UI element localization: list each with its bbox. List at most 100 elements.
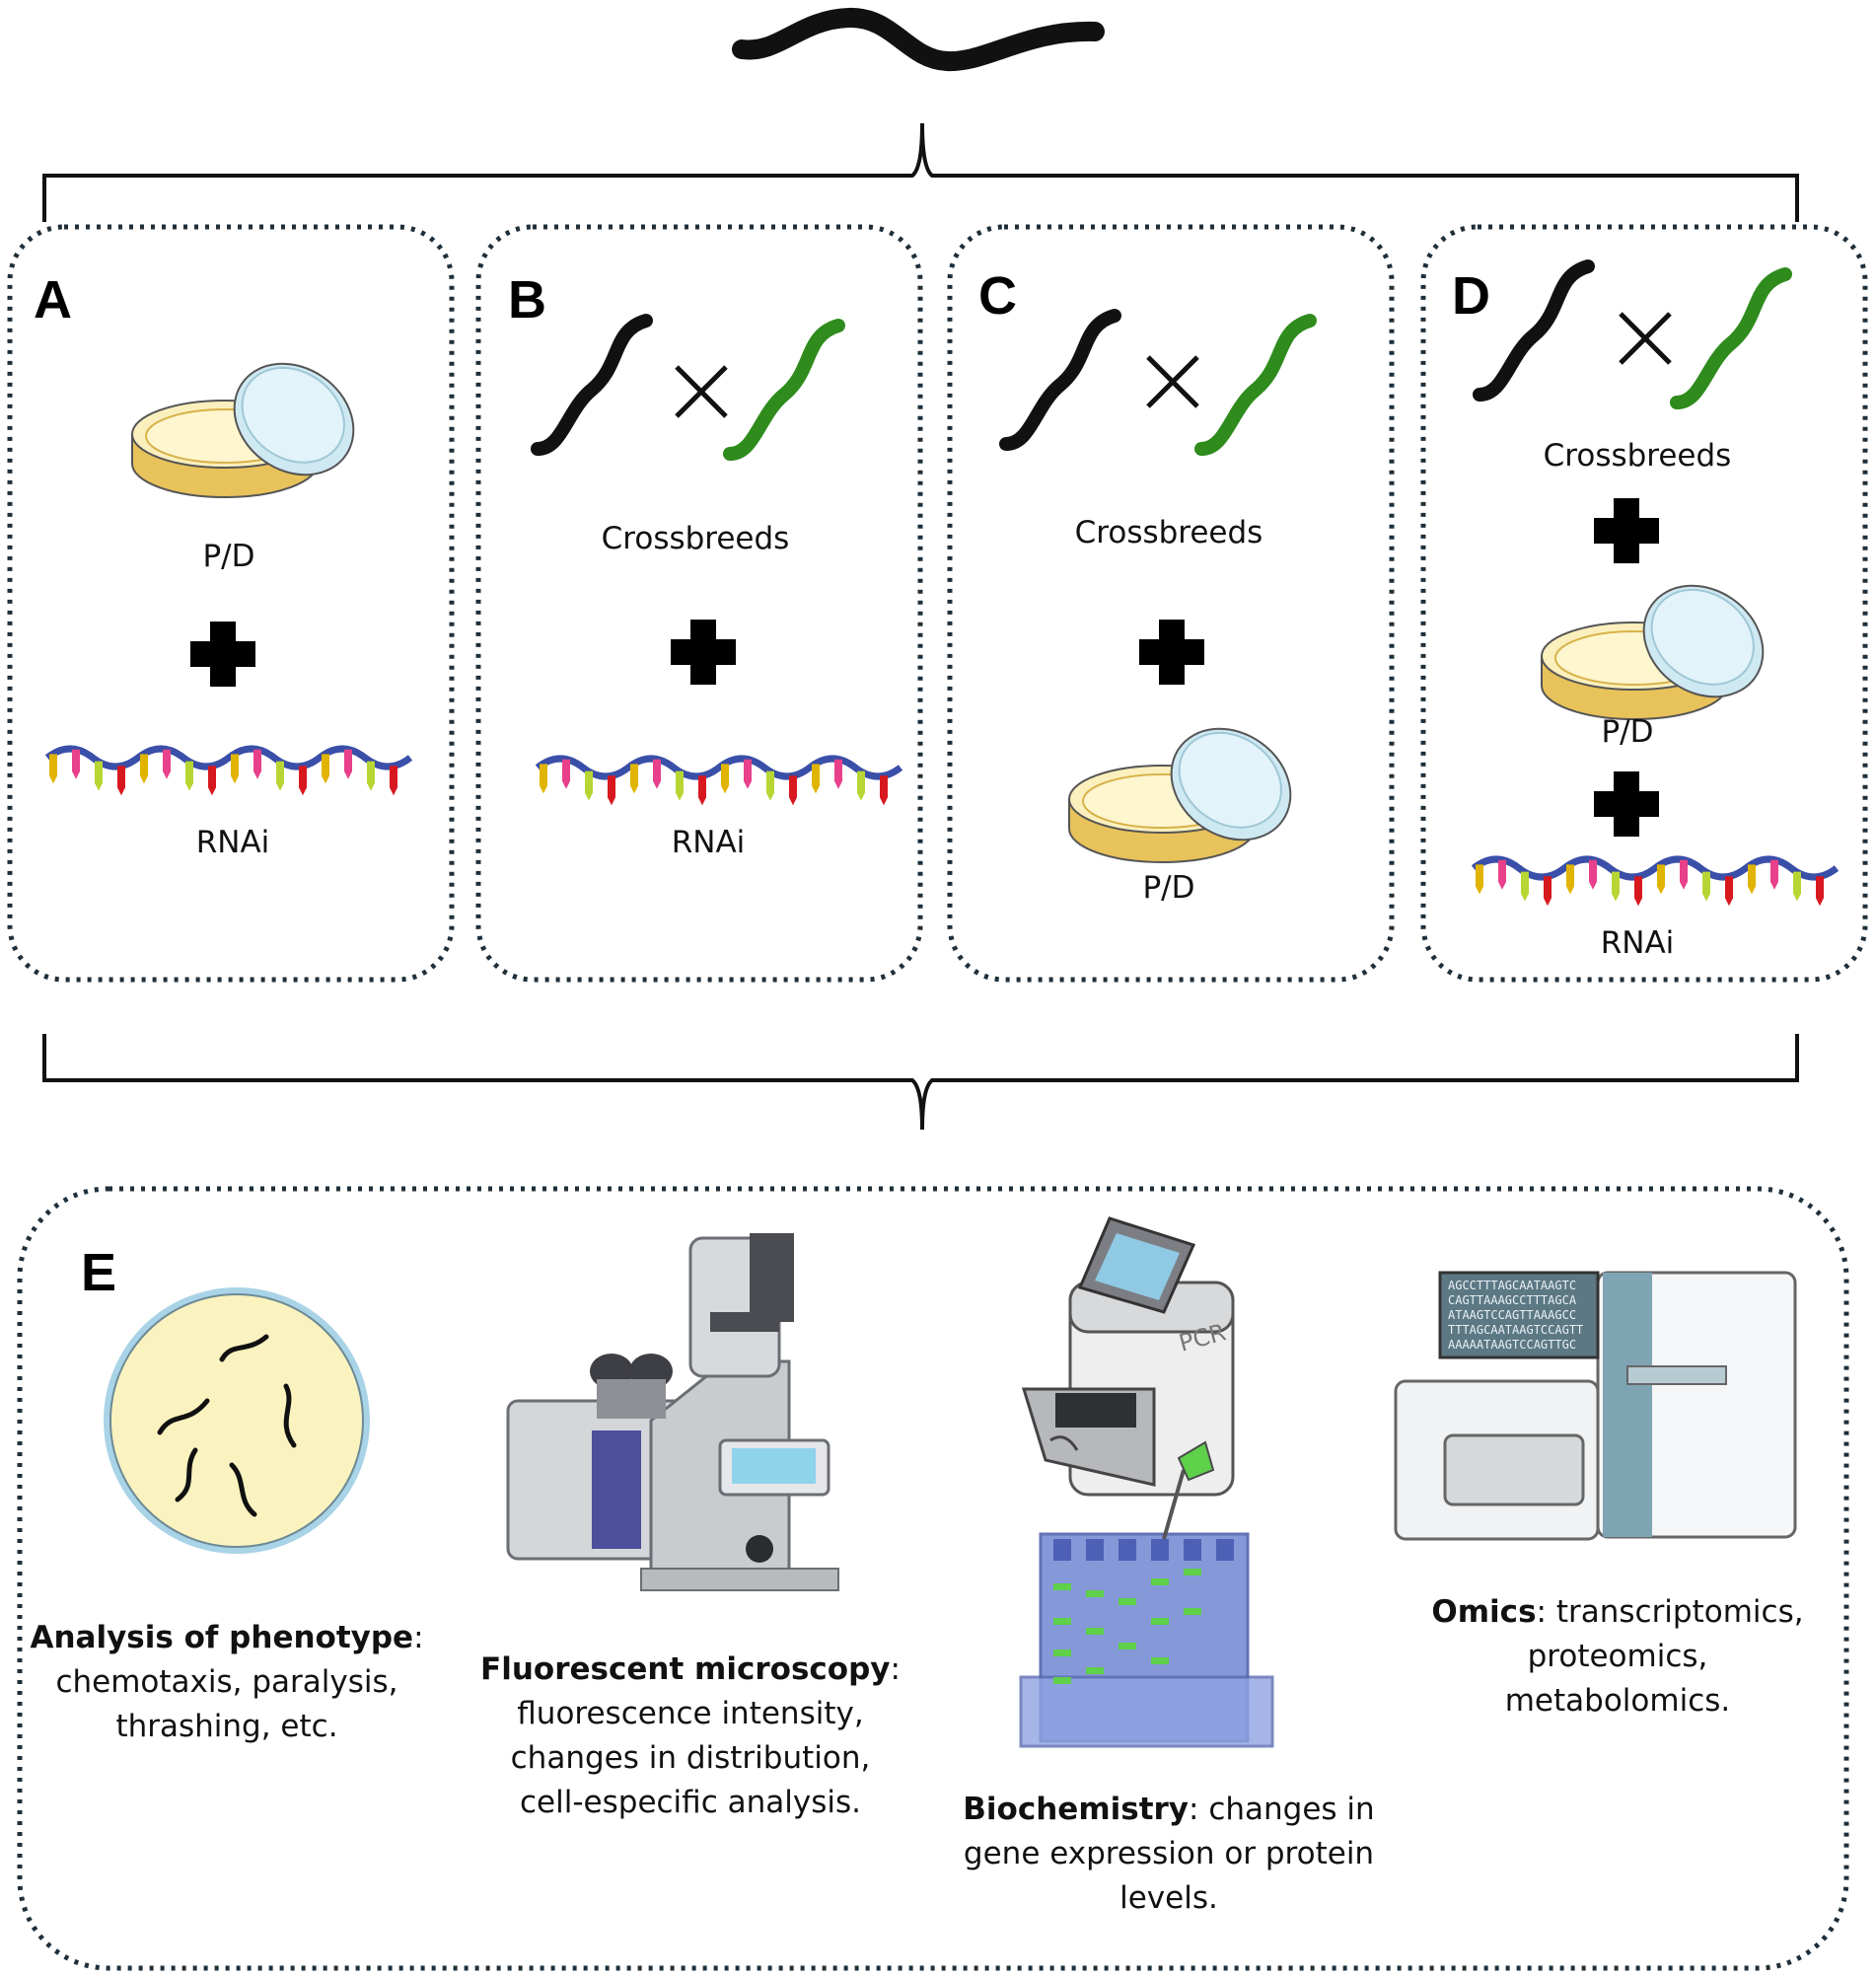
sequence-line: ATAAGTCCAGTTAAAGCC	[1448, 1308, 1576, 1322]
rna-base	[676, 770, 684, 801]
panel-d-crossbreeds-label: Crossbreeds	[1544, 438, 1732, 474]
panel-d-box	[1420, 224, 1868, 983]
method-detail: gene expression or protein	[963, 1836, 1375, 1871]
method-caption-biochemistry: Biochemistry: changes in gene expression…	[932, 1788, 1406, 1921]
gel-band	[1118, 1643, 1136, 1649]
rna-base	[540, 764, 547, 794]
panel-d-pd-label: P/D	[1601, 714, 1653, 750]
rna-base	[1521, 871, 1529, 902]
rna-base	[766, 770, 774, 801]
rna-base	[1544, 876, 1551, 907]
method-detail: fluorescence intensity,	[517, 1696, 864, 1731]
green-worm-icon	[1677, 274, 1785, 403]
rna-base	[1702, 871, 1710, 902]
rna-base	[117, 766, 125, 796]
method-caption-phenotype: Analysis of phenotype: chemotaxis, paral…	[20, 1616, 434, 1749]
method-caption-omics: Omics: transcriptomics, proteomics, meta…	[1401, 1590, 1835, 1723]
method-detail: changes in distribution,	[510, 1740, 871, 1776]
gel-band	[1151, 1618, 1169, 1625]
method-title: Fluorescent microscopy	[480, 1651, 891, 1687]
panel-letter-d: D	[1452, 266, 1490, 326]
panel-c-pd-label: P/D	[1142, 870, 1194, 906]
rna-base	[1589, 859, 1597, 890]
rna-base	[95, 761, 103, 791]
panel-a-rnai-label: RNAi	[196, 825, 270, 860]
method-title: Omics	[1431, 1594, 1537, 1630]
gel-band	[1053, 1583, 1071, 1590]
rna-base	[1476, 864, 1483, 895]
rna-base	[208, 766, 216, 796]
method-detail: metabolomics.	[1504, 1683, 1731, 1719]
plus-icon	[190, 622, 255, 687]
rna-base	[367, 761, 375, 791]
sequence-line: AAAAATAAGTCCAGTTGC	[1448, 1338, 1576, 1352]
rna-base	[1793, 871, 1801, 902]
rna-base	[1634, 876, 1642, 907]
method-detail: proteomics,	[1527, 1639, 1708, 1674]
panel-letter-c: C	[978, 266, 1017, 326]
method-title: Biochemistry	[963, 1792, 1190, 1827]
rna-strand-icon	[538, 759, 901, 806]
rna-base	[140, 754, 148, 784]
rna-base	[49, 754, 57, 784]
gel-electrophoresis-icon	[1019, 1440, 1274, 1748]
gel-well	[1053, 1539, 1071, 1561]
method-detail: cell-especific analysis.	[520, 1785, 861, 1820]
panel-letter-b: B	[508, 270, 546, 330]
sequencer-icon: AGCCTTTAGCAATAAGTCCAGTTAAAGCCTTTAGCAATAA…	[1394, 1271, 1797, 1541]
rna-base	[1770, 859, 1778, 890]
rna-base	[344, 749, 352, 779]
plus-icon	[1594, 771, 1659, 837]
method-detail: changes in	[1208, 1792, 1375, 1827]
panel-letter-e: E	[81, 1243, 116, 1302]
rna-base	[1566, 864, 1574, 895]
gel-band	[1053, 1649, 1071, 1656]
cross-icon	[1148, 357, 1197, 406]
panel-b-box	[475, 224, 923, 983]
rna-strand-icon	[47, 749, 410, 796]
gel-band	[1086, 1628, 1104, 1635]
plus-icon	[671, 620, 736, 685]
method-detail: transcriptomics,	[1555, 1594, 1804, 1630]
rna-base	[163, 749, 171, 779]
rna-strand-icon	[1474, 859, 1837, 907]
rna-base	[698, 775, 706, 806]
black-worm-icon	[538, 321, 646, 449]
gel-band	[1184, 1608, 1201, 1615]
cross-icon	[1621, 314, 1670, 363]
gel-band	[1086, 1667, 1104, 1674]
fluorescence-microscope-icon	[506, 1233, 839, 1591]
rna-base	[1657, 864, 1665, 895]
rna-base	[1725, 876, 1733, 907]
plus-icon	[1594, 498, 1659, 563]
rna-base	[72, 749, 80, 779]
rna-base	[880, 775, 888, 806]
rna-base	[276, 761, 284, 791]
rna-base	[562, 759, 570, 789]
rna-base	[630, 764, 638, 794]
rna-base	[744, 759, 752, 789]
rna-base	[1748, 864, 1756, 895]
gel-band	[1086, 1590, 1104, 1597]
green-worm-icon	[1201, 321, 1310, 449]
panel-letter-a: A	[34, 270, 72, 330]
rna-base	[789, 775, 797, 806]
rna-base	[1680, 859, 1688, 890]
rna-base	[1612, 871, 1620, 902]
gel-well	[1151, 1539, 1169, 1561]
panel-b-crossbreeds-label: Crossbreeds	[602, 521, 790, 556]
petri-dish-icon	[1541, 561, 1786, 721]
rna-base	[653, 759, 661, 789]
sequence-line: TTTAGCAATAAGTCCAGTT	[1448, 1323, 1583, 1337]
gel-well	[1118, 1539, 1136, 1561]
petri-dish-icon	[131, 339, 377, 499]
sequence-line: AGCCTTTAGCAATAAGTC	[1448, 1279, 1576, 1292]
rna-base	[834, 759, 842, 789]
panel-a-pd-label: P/D	[202, 539, 254, 574]
panel-e-box	[17, 1186, 1849, 1971]
rna-base	[585, 770, 593, 801]
gel-band	[1053, 1618, 1071, 1625]
gel-band	[1053, 1677, 1071, 1684]
panel-d-rnai-label: RNAi	[1601, 925, 1675, 961]
petri-dish-worms-icon	[104, 1287, 370, 1554]
